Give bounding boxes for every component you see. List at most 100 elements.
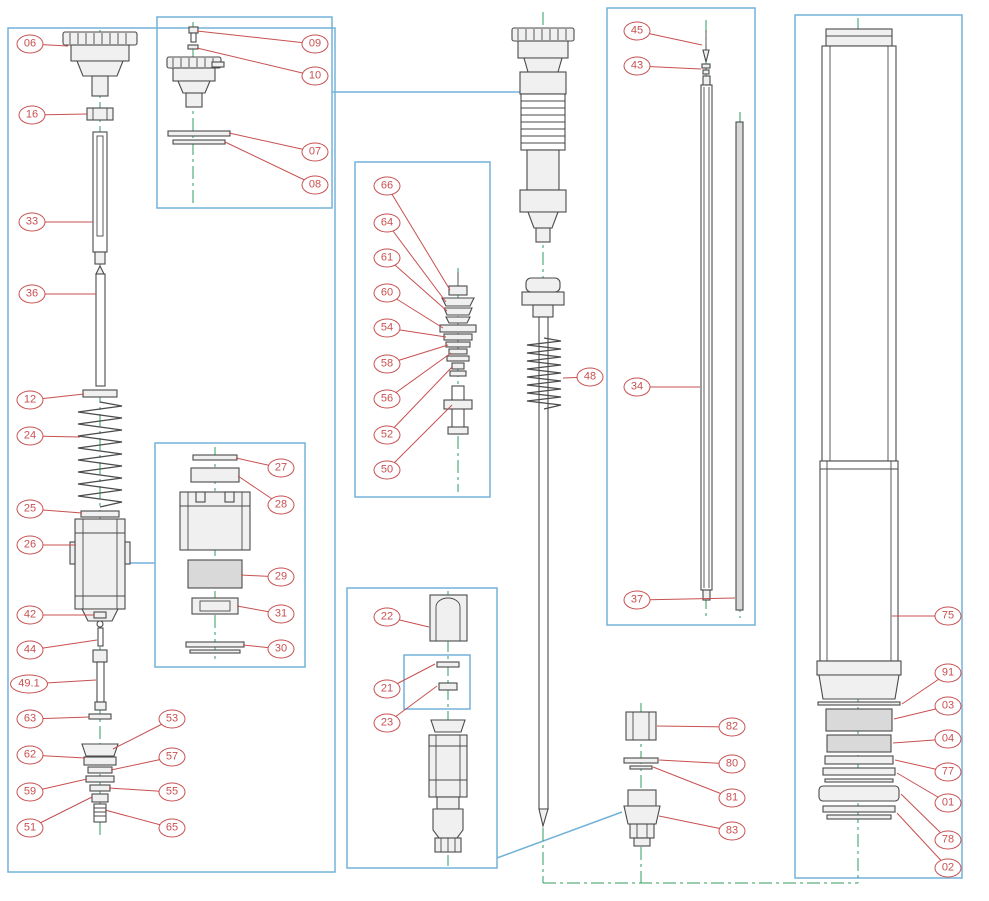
shim-stack-assembly bbox=[439, 272, 477, 435]
part-31-ring bbox=[191, 597, 239, 615]
part-65-threaded-end bbox=[93, 803, 107, 823]
left-group-box bbox=[7, 27, 336, 873]
callout-48[interactable]: 48 bbox=[576, 367, 604, 387]
group-boxes bbox=[7, 7, 963, 879]
callout-61[interactable]: 61 bbox=[373, 248, 401, 268]
callout-34[interactable]: 34 bbox=[623, 377, 651, 397]
callout-03[interactable]: 03 bbox=[934, 696, 962, 716]
callout-65[interactable]: 65 bbox=[158, 818, 186, 838]
part-27-washer bbox=[192, 454, 238, 461]
callout-57[interactable]: 57 bbox=[158, 747, 186, 767]
callout-29[interactable]: 29 bbox=[267, 567, 295, 587]
callout-44[interactable]: 44 bbox=[16, 640, 44, 660]
callout-31[interactable]: 31 bbox=[267, 604, 295, 624]
callout-09[interactable]: 09 bbox=[301, 34, 329, 54]
callout-27[interactable]: 27 bbox=[267, 458, 295, 478]
part-60-cone bbox=[445, 316, 471, 324]
callout-43[interactable]: 43 bbox=[623, 56, 651, 76]
callout-22[interactable]: 22 bbox=[373, 607, 401, 627]
callout-04[interactable]: 04 bbox=[934, 729, 962, 749]
callout-21[interactable]: 21 bbox=[373, 679, 401, 699]
callout-81[interactable]: 81 bbox=[718, 788, 746, 808]
callout-56[interactable]: 56 bbox=[373, 389, 401, 409]
left-assembly bbox=[62, 31, 138, 823]
part-16-nut bbox=[86, 107, 114, 121]
callout-01[interactable]: 01 bbox=[934, 793, 962, 813]
callout-36[interactable]: 36 bbox=[18, 284, 46, 304]
callout-75[interactable]: 75 bbox=[934, 606, 962, 626]
callout-66[interactable]: 66 bbox=[373, 176, 401, 196]
callout-52[interactable]: 52 bbox=[373, 425, 401, 445]
callout-26[interactable]: 26 bbox=[16, 535, 44, 555]
callout-91[interactable]: 91 bbox=[934, 663, 962, 683]
callout-23[interactable]: 23 bbox=[373, 713, 401, 733]
callout-55[interactable]: 55 bbox=[158, 782, 186, 802]
part-06-fork-cap bbox=[62, 31, 138, 97]
callout-06[interactable]: 06 bbox=[16, 34, 44, 54]
leader-08 bbox=[224, 141, 316, 186]
callout-53[interactable]: 53 bbox=[158, 709, 186, 729]
part-28-sleeve bbox=[190, 467, 240, 483]
leader-64 bbox=[386, 222, 447, 303]
part-63-washer bbox=[88, 713, 112, 720]
callout-25[interactable]: 25 bbox=[16, 499, 44, 519]
rebound-rod-assembly bbox=[700, 30, 744, 611]
callout-59[interactable]: 59 bbox=[16, 782, 44, 802]
outer-tube-box bbox=[794, 14, 963, 879]
footvalve-connector-line bbox=[496, 811, 623, 859]
callout-10[interactable]: 10 bbox=[301, 66, 329, 86]
callout-51[interactable]: 51 bbox=[16, 818, 44, 838]
leader-50 bbox=[386, 404, 453, 471]
part-08-washer bbox=[172, 139, 226, 145]
part-49-1-rod bbox=[92, 649, 108, 711]
leader-52 bbox=[386, 366, 453, 436]
shim-stack-box bbox=[354, 161, 491, 498]
callout-49.1[interactable]: 49.1 bbox=[10, 674, 48, 694]
callout-42[interactable]: 42 bbox=[16, 605, 44, 625]
part-45-needle bbox=[702, 30, 710, 63]
callout-80[interactable]: 80 bbox=[718, 754, 746, 774]
part-25-washer bbox=[80, 510, 120, 518]
leader-66 bbox=[386, 185, 451, 291]
callout-64[interactable]: 64 bbox=[373, 213, 401, 233]
callout-07[interactable]: 07 bbox=[301, 142, 329, 162]
part-55-washer bbox=[89, 784, 111, 792]
callout-16[interactable]: 16 bbox=[18, 105, 46, 125]
callout-24[interactable]: 24 bbox=[16, 426, 44, 446]
callout-78[interactable]: 78 bbox=[934, 830, 962, 850]
part-62-washer bbox=[83, 756, 117, 766]
part-78-dust-seal bbox=[818, 785, 900, 802]
callout-50[interactable]: 50 bbox=[373, 460, 401, 480]
part-03-seal bbox=[825, 708, 893, 732]
callout-82[interactable]: 82 bbox=[718, 717, 746, 737]
part-48-spring bbox=[526, 337, 562, 410]
callout-54[interactable]: 54 bbox=[373, 318, 401, 338]
damper-assembly bbox=[511, 27, 575, 829]
callout-30[interactable]: 30 bbox=[267, 639, 295, 659]
callout-63[interactable]: 63 bbox=[16, 709, 44, 729]
base-valve-body bbox=[428, 719, 468, 853]
callout-83[interactable]: 83 bbox=[718, 821, 746, 841]
part-54-shim bbox=[439, 324, 477, 333]
leader-09 bbox=[196, 30, 316, 45]
callout-62[interactable]: 62 bbox=[16, 745, 44, 765]
callout-02[interactable]: 02 bbox=[934, 858, 962, 878]
leader-61 bbox=[386, 257, 448, 312]
callout-37[interactable]: 37 bbox=[623, 590, 651, 610]
base-valve-assembly bbox=[428, 594, 468, 853]
callout-45[interactable]: 45 bbox=[623, 21, 651, 41]
part-91-ring bbox=[817, 701, 901, 706]
callout-60[interactable]: 60 bbox=[373, 283, 401, 303]
leader-07 bbox=[228, 132, 316, 153]
callout-33[interactable]: 33 bbox=[18, 212, 46, 232]
callout-77[interactable]: 77 bbox=[934, 762, 962, 782]
callout-08[interactable]: 08 bbox=[301, 175, 329, 195]
callout-58[interactable]: 58 bbox=[373, 354, 401, 374]
callout-12[interactable]: 12 bbox=[16, 390, 44, 410]
piston-inset-assembly bbox=[179, 454, 251, 654]
part-61-cone bbox=[443, 307, 473, 316]
part-66-nut bbox=[448, 285, 468, 296]
callout-28[interactable]: 28 bbox=[267, 495, 295, 515]
foot-valve-assembly bbox=[623, 711, 661, 847]
